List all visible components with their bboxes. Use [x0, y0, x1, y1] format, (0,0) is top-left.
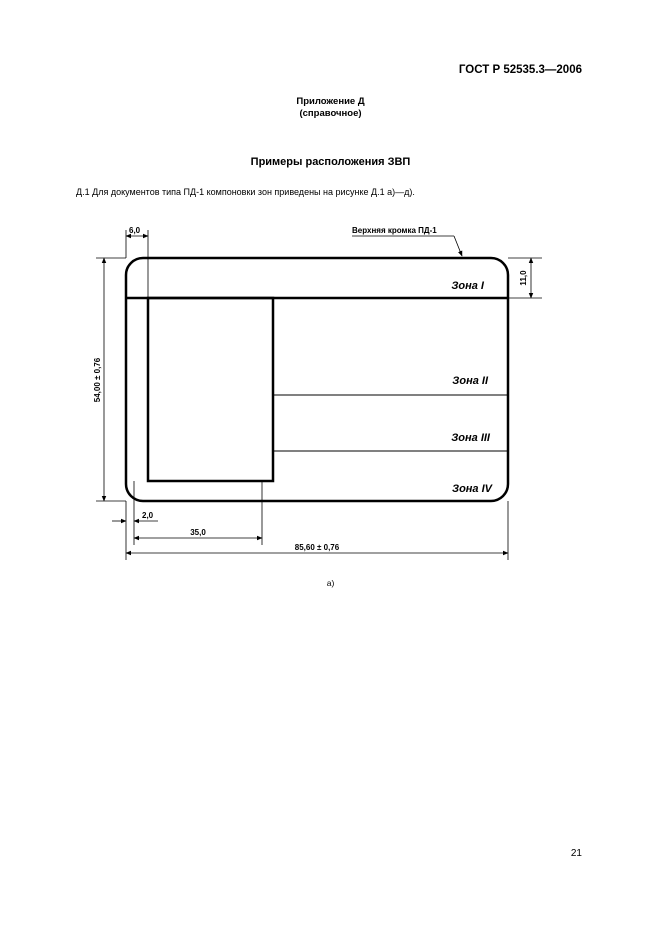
section-heading: Примеры расположения ЗВП — [250, 156, 411, 168]
zone-iii-label: Зона III — [451, 432, 491, 444]
dim-width: 85,60 ± 0,76 — [295, 543, 340, 552]
zone-ii-label: Зона II — [452, 375, 489, 387]
photo-area — [146, 296, 275, 483]
dim-height: 54,00 ± 0,76 — [93, 357, 102, 402]
document-code: ГОСТ Р 52535.3—2006 — [458, 64, 582, 76]
top-edge-leader — [453, 235, 463, 257]
page-number: 21 — [570, 848, 582, 859]
zone-i-label: Зона I — [451, 280, 485, 292]
zone-iv-label: Зона IV — [452, 483, 494, 495]
dim-bottom-offset: 2,0 — [142, 511, 154, 520]
dim-left-offset: 6,0 — [129, 226, 141, 235]
appendix-title: Приложение Д — [296, 96, 365, 107]
figure-caption: а) — [326, 578, 335, 588]
appendix-subtitle: (справочное) — [299, 108, 362, 119]
card-outline — [124, 256, 510, 503]
intro-paragraph: Д.1 Для документов типа ПД-1 компоновки … — [76, 187, 415, 197]
dim-photo-width: 35,0 — [190, 528, 206, 537]
top-edge-label: Верхняя кромка ПД-1 — [352, 226, 437, 235]
dim-top-band: 11,0 — [519, 270, 528, 286]
